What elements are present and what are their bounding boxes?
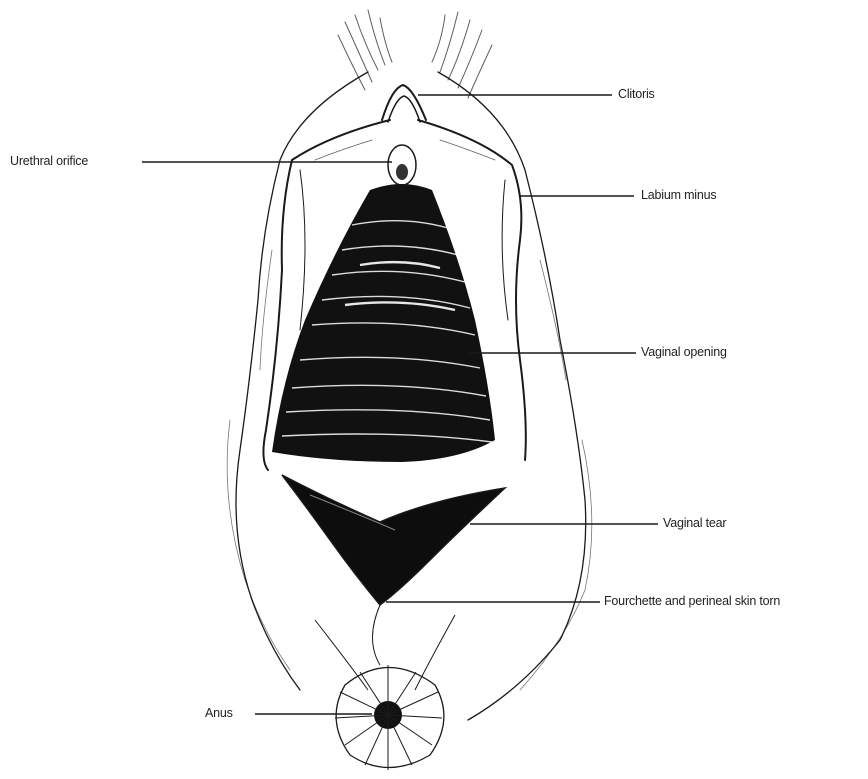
anus-illustration <box>335 665 444 770</box>
label-anus: Anus <box>205 706 233 720</box>
label-labium-minus: Labium minus <box>641 188 716 202</box>
label-vaginal-opening: Vaginal opening <box>641 345 727 359</box>
vaginal-tear <box>282 475 505 605</box>
clitoral-hood <box>382 85 426 120</box>
hair-strokes <box>338 10 492 98</box>
label-vaginal-tear: Vaginal tear <box>663 516 726 530</box>
label-fourchette: Fourchette and perineal skin torn <box>604 594 780 608</box>
label-urethral-orifice: Urethral orifice <box>10 154 88 168</box>
label-clitoris: Clitoris <box>618 87 655 101</box>
